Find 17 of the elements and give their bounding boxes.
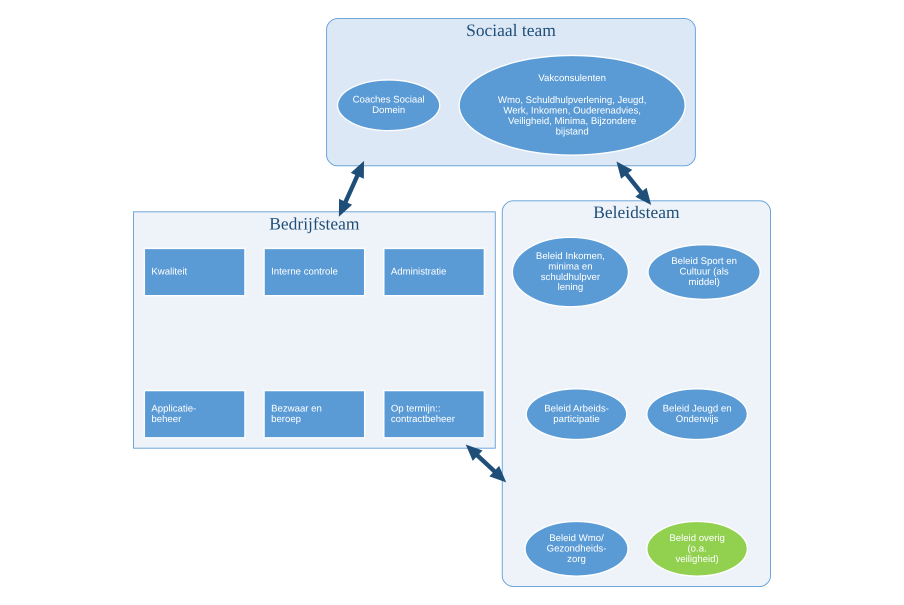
node-ellipse: Beleid Jeugd en Onderwijs: [646, 388, 748, 440]
node-ellipse: Beleid Wmo/ Gezondheids- zorg: [524, 520, 629, 577]
node-ellipse: Beleid Sport en Cultuur (als middel): [647, 244, 761, 300]
node-box: Bezwaar en beroep: [263, 390, 366, 438]
node-ellipse: Beleid overig (o.a. veiligheid): [646, 520, 748, 577]
arrow: [616, 162, 652, 206]
node-ellipse: Vakconsulenten Wmo, Schuldhulpverlening, Jeugd, Werk, Inkomen, Ouderenadvies, Veiligheid, Minima, Bijzondere bijstand: [458, 54, 686, 156]
node-box: Interne controle: [263, 248, 366, 296]
node-ellipse: Beleid Arbeids- participatie: [526, 388, 628, 440]
node-ellipse: Beleid Inkomen, minima en schuldhulpver lening: [512, 236, 630, 308]
node-box: Op termijn:: contractbeheer: [383, 390, 485, 438]
arrow: [466, 444, 506, 482]
node-box: Administratie: [383, 248, 485, 296]
node-ellipse: Coaches Sociaal Domein: [336, 79, 440, 132]
arrow: [338, 160, 364, 217]
node-box: Applicatie- beheer: [144, 390, 246, 438]
node-box: Kwaliteit: [144, 248, 246, 296]
